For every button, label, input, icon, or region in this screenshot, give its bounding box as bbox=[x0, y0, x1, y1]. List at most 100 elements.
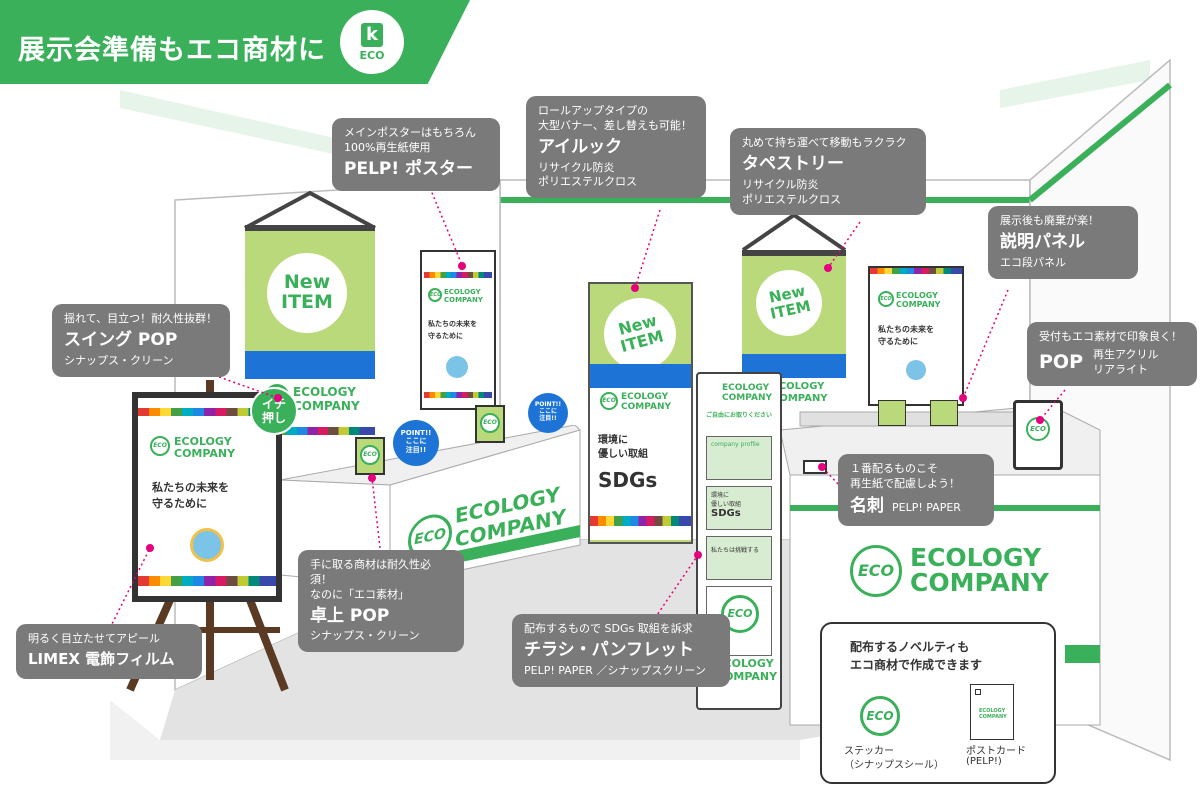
callout-product: 説明パネル bbox=[1000, 231, 1085, 252]
brand-name-line2: COMPANY bbox=[293, 399, 360, 413]
brand-name-line2: COMPANY bbox=[174, 447, 236, 460]
point-label: POINT!! bbox=[400, 429, 432, 437]
callout-flyer: 配布するもので SDGs 取組を訴求 チラシ・パンフレット PELP! PAPE… bbox=[512, 614, 730, 687]
sdgs-color-strip bbox=[424, 392, 492, 398]
sticker-label-2: （シナップスシール） bbox=[844, 760, 944, 771]
brand-name-line1: ECOLOGY bbox=[621, 392, 669, 402]
mission-line2: 守るために bbox=[152, 497, 207, 510]
eco-mark: ECO bbox=[878, 291, 894, 307]
callout-product: POP bbox=[1039, 350, 1084, 373]
rack-slot-1: company profile bbox=[706, 436, 772, 480]
point-sub1: ここに bbox=[538, 408, 557, 416]
desk-pop-card-3 bbox=[878, 400, 906, 426]
callout-product: アイルック bbox=[538, 136, 623, 157]
callout-desc: 明るく目立たせてアピール bbox=[28, 632, 160, 645]
postcard-brand-line2: COMPANY bbox=[979, 714, 1007, 720]
brand-name-line2: COMPANY bbox=[896, 300, 941, 309]
callout-product: チラシ・パンフレット bbox=[524, 639, 694, 660]
callout-product: LIMEX 電飾フィルム bbox=[28, 649, 175, 668]
eco-mark-reception: ECO bbox=[850, 545, 902, 597]
brand-name-line1: ECOLOGY bbox=[896, 291, 938, 300]
postcard-icon: ECOLOGY COMPANY bbox=[970, 684, 1014, 740]
callout-product: タペストリー bbox=[742, 153, 844, 174]
earth-hands-illustration bbox=[190, 528, 224, 562]
sdgs-color-strip bbox=[138, 576, 276, 586]
eco-mark: ECO bbox=[600, 392, 618, 410]
callout-material: 再生アクリル リアライト bbox=[1093, 347, 1159, 376]
sdgs-color-strip bbox=[424, 272, 492, 278]
callout-pelp-poster: メインポスターはもちろん 100%再生紙使用 PELP! ポスター bbox=[332, 118, 500, 191]
brand-name-line2: COMPANY bbox=[621, 402, 671, 412]
sdgs-color-strip bbox=[590, 516, 691, 526]
marker-card bbox=[818, 463, 826, 471]
callout-material: リサイクル防炎 ポリエステルクロス bbox=[742, 177, 841, 206]
rack-bottom-brand-line1: ECOLOGY bbox=[716, 657, 774, 670]
marker-limex bbox=[146, 544, 154, 552]
postcard-label-2: (PELP!) bbox=[966, 756, 1002, 767]
marker-panel bbox=[959, 394, 967, 402]
explanation-panel: ECOLOGY COMPANY ECO 私たちの未来を 守るために bbox=[868, 266, 964, 406]
marker-desk-pop bbox=[368, 474, 376, 482]
wall-poster: ECO ECOLOGY COMPANY 私たちの未来を 守るために bbox=[420, 250, 496, 410]
callout-business-card: １番配るものこそ 再生紙で配慮しよう！ 名刺 PELP! PAPER bbox=[838, 454, 994, 526]
novelty-title-line2: エコ商材で作成できます bbox=[850, 658, 983, 672]
callout-material: PELP! PAPER ／シナップスクリーン bbox=[524, 663, 706, 677]
banner-white-area bbox=[590, 388, 691, 540]
callout-desc: 揺れて、目立つ！耐久性抜群！ bbox=[64, 312, 218, 325]
point-sub2: 注目!! bbox=[405, 445, 427, 454]
callout-desc: 丸めて持ち運べて移動もラクラク bbox=[742, 136, 907, 149]
point-swing-pop-1: POINT!! ここに 注目!! bbox=[393, 420, 439, 466]
marker-swing bbox=[274, 394, 282, 402]
eco-mark: ECO bbox=[150, 436, 170, 456]
callout-desc: 受付もエコ素材で印象良く！ bbox=[1039, 330, 1182, 343]
novelty-box: 配布するノベルティも エコ商材で作成できます ECO ステッカー （シナップスシ… bbox=[820, 622, 1056, 784]
icchi-line2: 押し bbox=[261, 411, 286, 426]
logo-letter: k bbox=[361, 22, 383, 47]
rack-brand-line2: COMPANY bbox=[722, 393, 772, 403]
callout-product: 名刺 bbox=[850, 495, 884, 516]
callout-limex: 明るく目立たせてアピール LIMEX 電飾フィルム bbox=[16, 624, 202, 680]
callout-desc: 展示後も廃棄が楽！ bbox=[1000, 214, 1099, 227]
callout-tapestry: 丸めて持ち運べて移動もラクラク タペストリー リサイクル防炎 ポリエステルクロス bbox=[730, 128, 926, 216]
brand-name-line2: COMPANY bbox=[444, 296, 483, 304]
mission-line1: 私たちの未来を bbox=[878, 325, 934, 334]
postcard-brand-line1: ECOLOGY bbox=[979, 708, 1006, 714]
point-sub1: ここに bbox=[405, 437, 427, 446]
reception-brand-line1: ECOLOGY bbox=[910, 543, 1042, 572]
eco-mark: ECO bbox=[428, 288, 442, 302]
callout-desk-pop: 手に取る商材は耐久性必須！ なのに「エコ素材」 卓上 POP シナップス・クリー… bbox=[298, 550, 464, 653]
reception-brand-line2: COMPANY bbox=[910, 568, 1049, 597]
callout-material: リサイクル防炎 ポリエステルクロス bbox=[538, 160, 637, 189]
eco-mark: ECO bbox=[480, 413, 500, 433]
marker-tapestry bbox=[824, 264, 832, 272]
sdgs-big: SDGs bbox=[598, 468, 658, 492]
mission-line2: 守るために bbox=[878, 337, 918, 346]
blue-stripe bbox=[590, 364, 691, 388]
callout-material: エコ段パネル bbox=[1000, 255, 1066, 269]
point-label: POINT!! bbox=[534, 401, 562, 408]
brand-name-line2: COMPANY bbox=[772, 393, 828, 404]
marker-rollup bbox=[631, 284, 639, 292]
eco-mark: ECO bbox=[360, 445, 380, 465]
callout-swing-pop: 揺れて、目立つ！耐久性抜群！ スイング POP シナップス・クリーン bbox=[52, 304, 230, 377]
marker-pop bbox=[1036, 416, 1044, 424]
sdgs-color-strip bbox=[245, 427, 375, 435]
rack-sdgs-line2: 優しい取組 bbox=[711, 501, 742, 508]
page-title: 展示会準備もエコ商材に bbox=[18, 35, 326, 66]
brand-name-line1: ECOLOGY bbox=[444, 288, 481, 296]
point-swing-pop-2: POINT!! ここに 注目!! bbox=[528, 393, 568, 433]
sdgs-line2: 優しい取組 bbox=[598, 449, 648, 460]
callout-desc: 手に取る商材は耐久性必須！ なのに「エコ素材」 bbox=[310, 558, 431, 601]
mission-line2: 守るために bbox=[428, 332, 463, 340]
point-sub2: 注目!! bbox=[539, 415, 557, 423]
callout-pop-acryl: 受付もエコ素材で印象良く！ POP 再生アクリル リアライト bbox=[1027, 322, 1197, 386]
marker-poster bbox=[458, 262, 466, 270]
blue-stripe bbox=[245, 351, 375, 379]
novelty-title-line1: 配布するノベルティも bbox=[850, 640, 970, 654]
rack-bottom-brand-line2: COMPANY bbox=[716, 670, 778, 683]
eco-brand-logo: k ECO bbox=[340, 10, 404, 74]
rack-sdgs-line1: 環境に bbox=[711, 492, 730, 499]
callout-product: 卓上 POP bbox=[310, 605, 390, 626]
callout-product: PELP! ポスター bbox=[344, 158, 474, 179]
